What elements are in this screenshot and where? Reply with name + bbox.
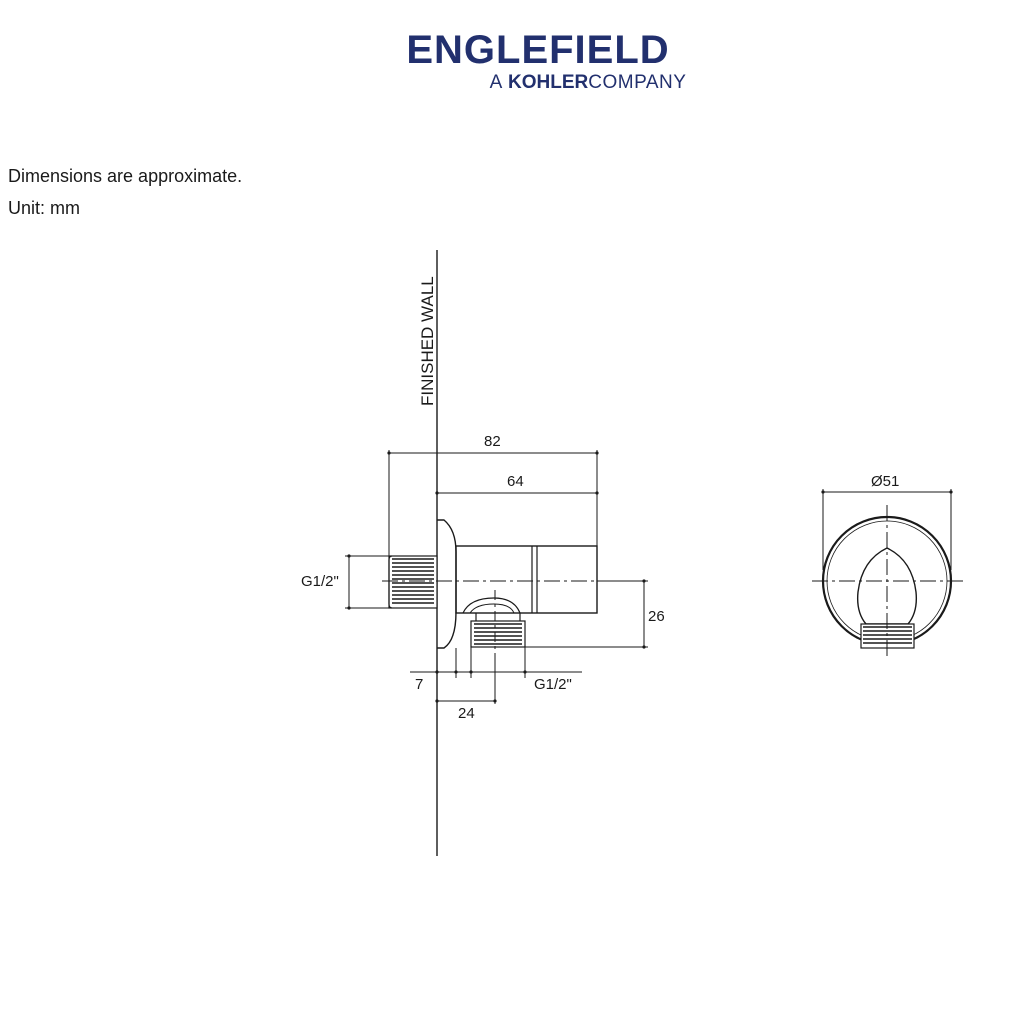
dim-outlet-offset-label: 24 bbox=[458, 705, 475, 722]
brand-tagline-suffix: COMPANY bbox=[588, 72, 687, 93]
brand-logo: ENGLEFIELD A KOHLERCOMPANY bbox=[0, 28, 1024, 94]
dim-wall-offset-label: 7 bbox=[415, 676, 423, 693]
brand-name: ENGLEFIELD bbox=[406, 28, 670, 72]
front-view bbox=[812, 489, 966, 660]
dim-diameter-label: Ø51 bbox=[871, 473, 899, 490]
wall-label: FINISHED WALL bbox=[418, 276, 437, 406]
dim-body-label: 64 bbox=[507, 473, 524, 490]
brand-tagline-kohler: KOHLER bbox=[508, 72, 589, 93]
outlet-thread bbox=[470, 613, 526, 648]
dim-outlet-thread-label: G1/2" bbox=[534, 676, 572, 693]
dimensions bbox=[345, 450, 648, 704]
inlet-thread bbox=[388, 555, 438, 609]
brand-tagline: A KOHLERCOMPANY bbox=[100, 72, 1024, 94]
body bbox=[455, 545, 598, 614]
dim-inlet-thread-label: G1/2" bbox=[301, 573, 339, 590]
dim-outlet-drop-label: 26 bbox=[648, 608, 665, 625]
note-approximate: Dimensions are approximate. bbox=[8, 166, 243, 186]
side-view bbox=[382, 519, 612, 660]
brand-tagline-prefix: A bbox=[489, 72, 503, 93]
dimension-labels: 82 64 G1/2" 26 7 G1/2" 24 bbox=[301, 433, 665, 722]
finished-wall: FINISHED WALL bbox=[418, 250, 438, 856]
dim-overall-label: 82 bbox=[484, 433, 501, 450]
outlet-shoulder bbox=[462, 597, 521, 614]
flange bbox=[437, 519, 457, 649]
notes-block: Dimensions are approximate. Unit: mm bbox=[8, 160, 242, 224]
note-unit: Unit: mm bbox=[8, 198, 80, 218]
